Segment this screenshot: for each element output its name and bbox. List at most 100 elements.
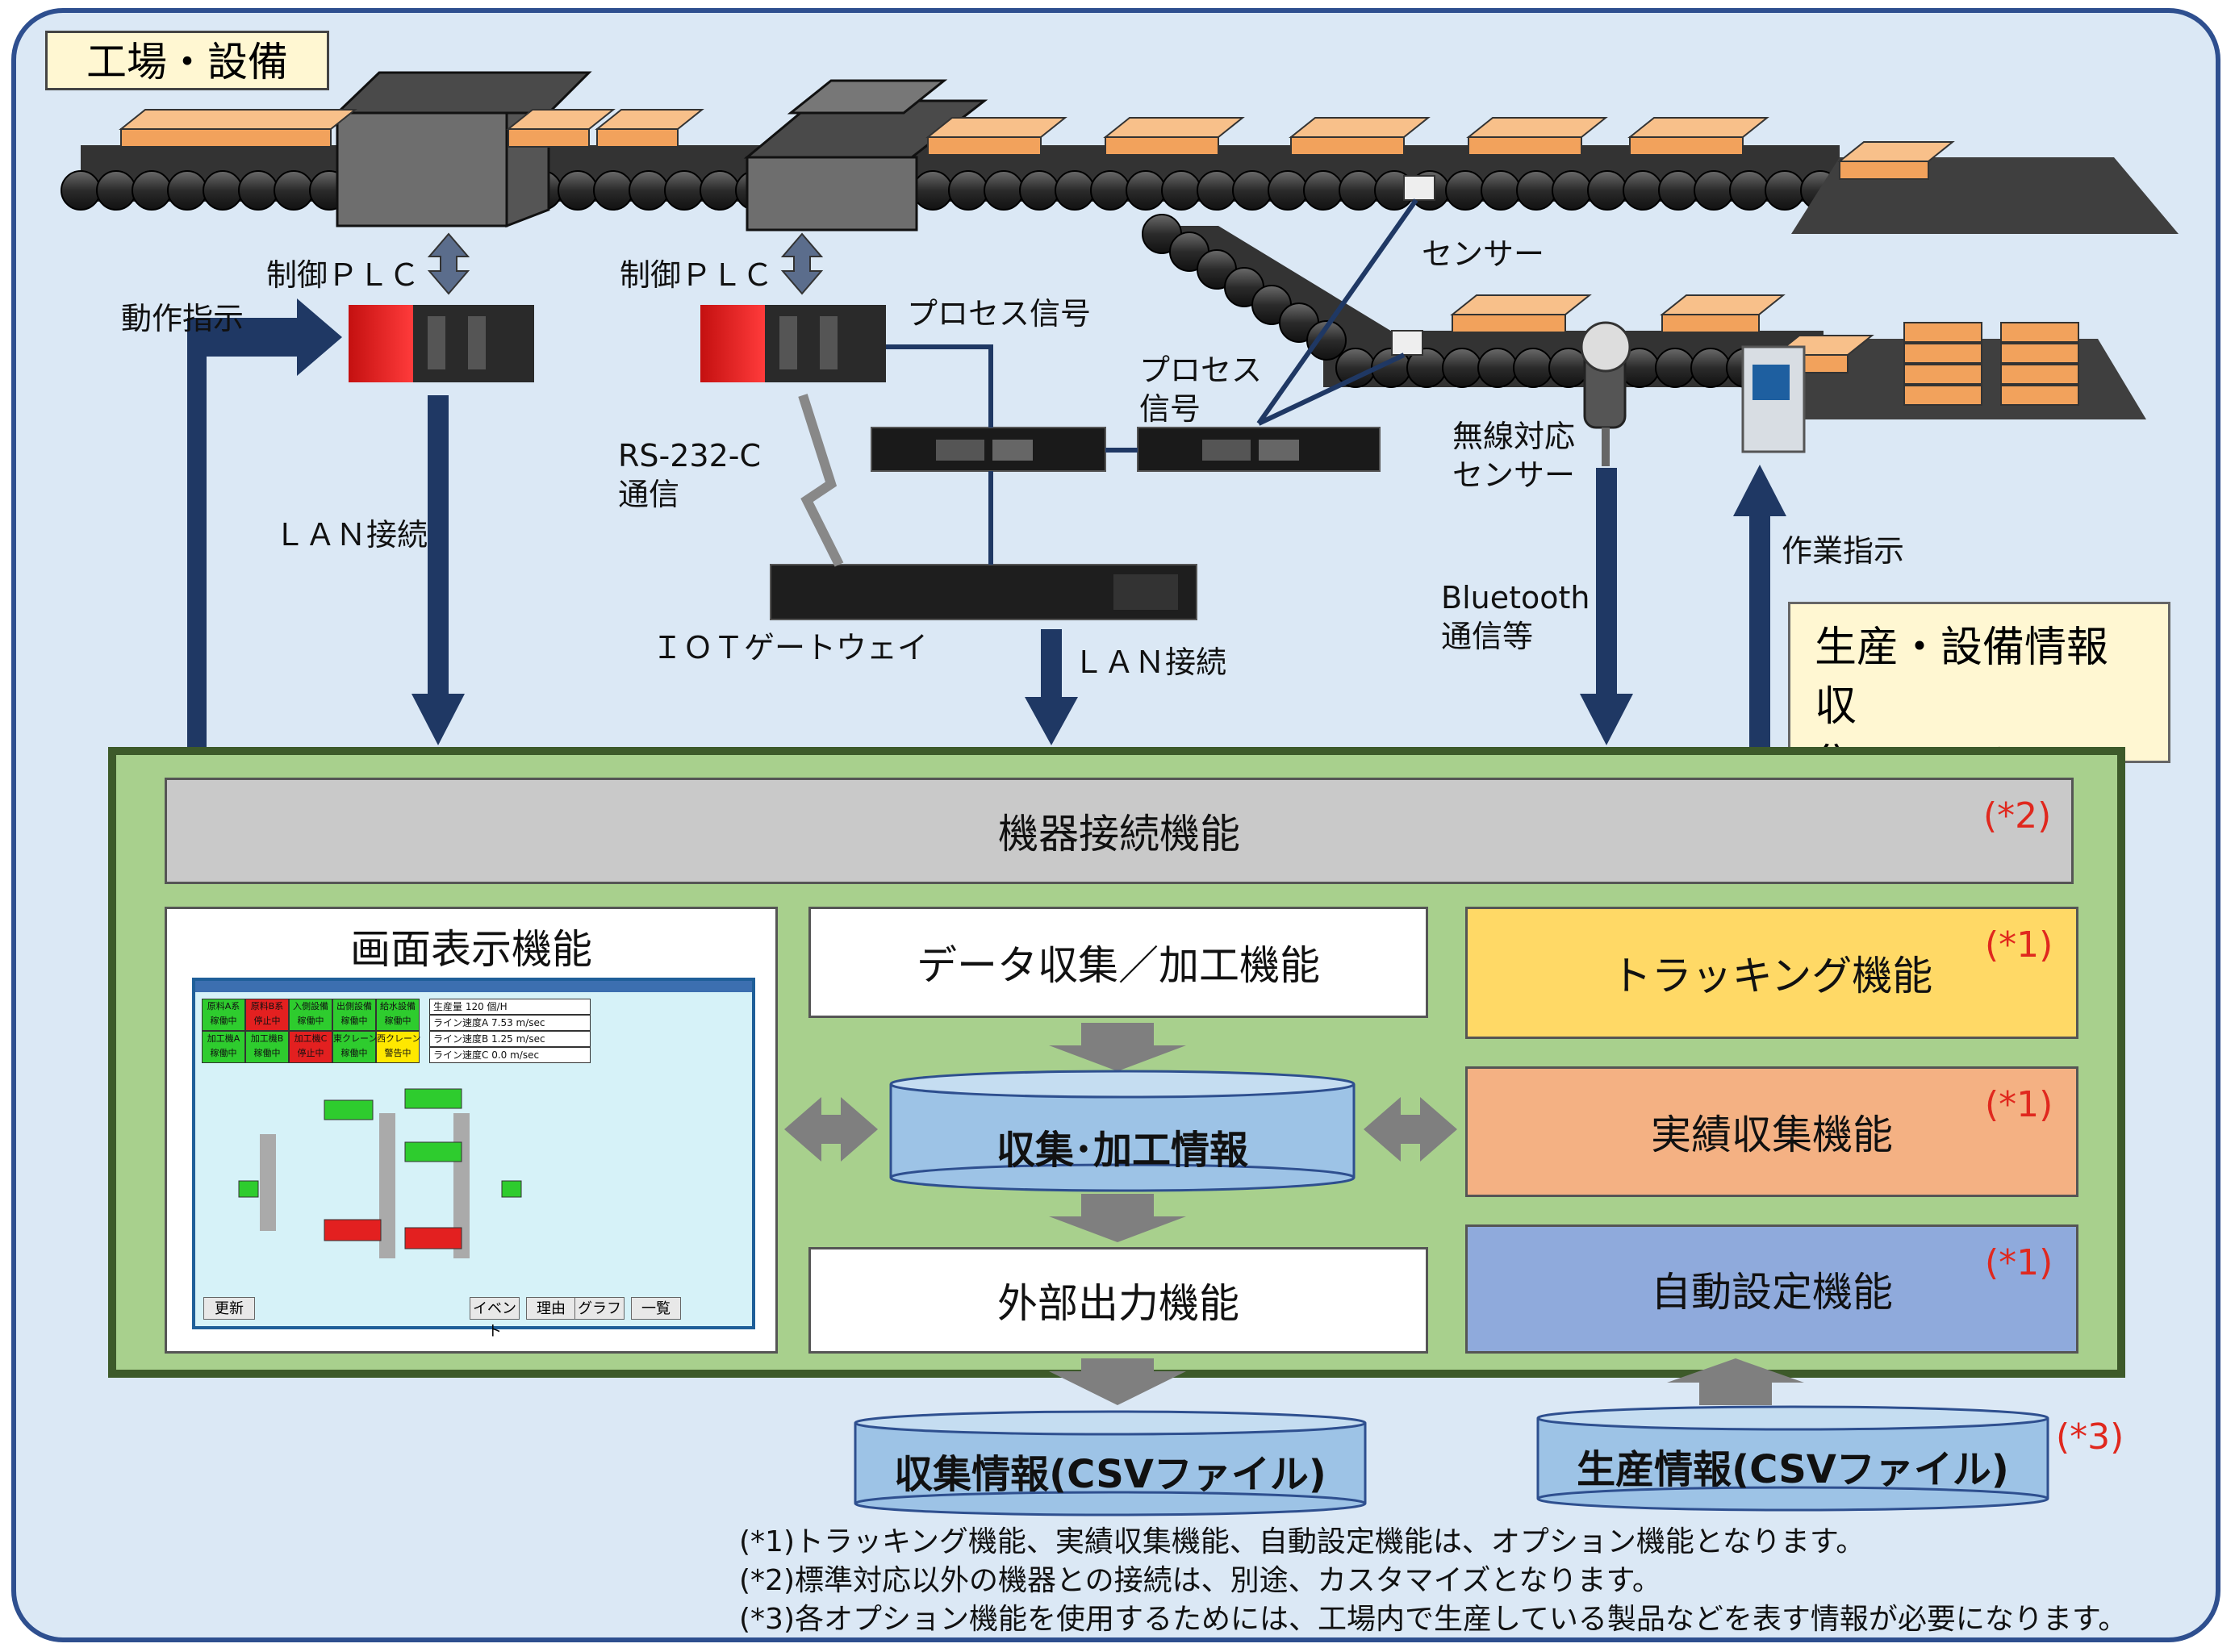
screen-mockup: 原料A系 稼働中原料B系 停止中入側設備 稼働中出側設備 稼働中給水設備 稼働中…: [192, 978, 755, 1340]
plc-1-label: 制御ＰＬＣ: [266, 257, 420, 293]
collected-csv-label: 収集情報(CSVファイル): [894, 1452, 1326, 1497]
product-box: [1452, 314, 1566, 333]
screen-titlebar: [195, 981, 752, 992]
product-stack: [2000, 385, 2079, 406]
status-cell: 原料B系 停止中: [245, 999, 289, 1031]
status-cell: 原料A系 稼働中: [202, 999, 245, 1031]
screen-button[interactable]: イベント: [470, 1297, 520, 1340]
status-cell: 加工機C 停止中: [289, 1031, 332, 1063]
wireless-sensor-label-line2: センサー: [1452, 457, 1576, 493]
auto-setting-option-mark: (*1): [1985, 1242, 2053, 1283]
work-terminal-device: [1741, 345, 1806, 453]
external-output-function: 外部出力機能: [808, 1247, 1428, 1354]
flow-arrows: [187, 298, 1786, 752]
process-signal-1-label: プロセス信号: [907, 296, 1092, 332]
product-box: [120, 128, 332, 148]
stat-row: ライン速度C 0.0 m/sec: [429, 1047, 591, 1063]
screen-display-title: 画面表示機能: [350, 926, 592, 973]
rs232-link: [798, 394, 844, 567]
work-command-label: 作業指示: [1782, 533, 1905, 569]
product-box: [1629, 136, 1744, 156]
product-stack: [1903, 322, 1982, 343]
lan-label-1: ＬＡＮ接続: [274, 517, 428, 553]
device-connect-function: 機器接続機能: [165, 778, 2074, 884]
status-cell: 給水設備 稼働中: [376, 999, 420, 1031]
status-cell: 入側設備 稼働中: [289, 999, 332, 1031]
stat-row: ライン速度B 1.25 m/sec: [429, 1031, 591, 1047]
data-collect-function: データ収集／加工機能: [808, 907, 1428, 1018]
plc-2-label: 制御ＰＬＣ: [620, 257, 774, 293]
motion-command-label: 動作指示: [121, 301, 244, 336]
screen-button[interactable]: グラフ: [574, 1297, 625, 1320]
status-cell: 加工機B 稼働中: [245, 1031, 289, 1063]
device-connect-option-mark: (*2): [1983, 795, 2052, 836]
product-stack: [2000, 322, 2079, 343]
auto-setting-function: 自動設定機能: [1465, 1224, 2078, 1354]
tracking-option-mark: (*1): [1985, 924, 2053, 966]
lan-label-2: ＬＡＮ接続: [1073, 645, 1227, 680]
results-option-mark: (*1): [1985, 1084, 2053, 1125]
status-cell: 加工機A 稼働中: [202, 1031, 245, 1063]
wireless-sensor-label-line1: 無線対応: [1452, 419, 1576, 454]
results-function: 実績収集機能: [1465, 1066, 2078, 1197]
note-3: (*3)各オプション機能を使用するためには、工場内で生産している製品などを表す情…: [739, 1603, 2128, 1636]
signal-lines: [886, 344, 1138, 565]
roller: [1306, 320, 1347, 361]
iot-gateway-device: [770, 564, 1197, 620]
edge-device-1: [871, 427, 1106, 472]
sensor-1: [1403, 175, 1435, 201]
screen-button[interactable]: 理由: [526, 1297, 576, 1320]
note-1: (*1)トラッキング機能、実績収集機能、自動設定機能は、オプション機能となります…: [739, 1525, 1865, 1558]
product-stack: [1903, 385, 1982, 406]
bluetooth-label-line2: 通信等: [1441, 619, 1534, 654]
plc-link-arrows: [427, 232, 824, 295]
stat-row: 生産量 120 個/H: [429, 999, 591, 1015]
machine-2: [743, 79, 988, 232]
status-cell: 東クレーン 稼働中: [332, 1031, 377, 1063]
sensor-label: センサー: [1422, 236, 1545, 272]
product-box: [927, 136, 1042, 156]
bluetooth-label-line1: Bluetooth: [1441, 580, 1590, 615]
iot-gateway-label: ＩＯＴゲートウェイ: [652, 630, 929, 665]
production-csv-label: 生産情報(CSVファイル): [1577, 1447, 2009, 1492]
process-signal-2-label-line2: 信号: [1139, 391, 1201, 427]
factory-label: 工場・設備: [45, 31, 329, 90]
screen-button[interactable]: 更新: [203, 1297, 255, 1320]
product-box: [596, 128, 679, 148]
product-box: [1661, 314, 1760, 333]
plc-unit-2: [700, 305, 886, 382]
product-box: [1290, 136, 1405, 156]
collected-info-cylinder: [889, 1070, 1356, 1192]
product-box: [1468, 136, 1582, 156]
collected-info-label: 収集･加工情報: [996, 1128, 1248, 1173]
system-label-line1: 生産・設備情報収: [1815, 624, 2109, 731]
sensor-2: [1391, 330, 1423, 356]
status-cell: 西クレーン 警告中: [376, 1031, 420, 1063]
process-signal-2-label-line1: プロセス: [1139, 353, 1263, 388]
product-stack: [1903, 343, 1982, 364]
wireless-sensor-device: [1580, 321, 1631, 466]
edge-device-2: [1137, 427, 1381, 472]
product-box: [508, 128, 590, 148]
screen-flow-diagram: [238, 1088, 522, 1258]
collected-csv-cylinder: [854, 1410, 1367, 1516]
products: [119, 109, 2079, 406]
stat-row: ライン速度A 7.53 m/sec: [429, 1015, 591, 1031]
internal-flow-arrows: [784, 1023, 1804, 1405]
product-box: [1105, 136, 1219, 156]
rs232-label-line2: 通信: [618, 477, 680, 512]
note-2: (*2)標準対応以外の機器との接続は、別途、カスタマイズとなります。: [739, 1564, 1661, 1597]
production-csv-option-mark: (*3): [2056, 1416, 2124, 1458]
product-stack: [1903, 364, 1982, 385]
status-cell: 出側設備 稼働中: [332, 999, 376, 1031]
production-csv-cylinder: [1536, 1405, 2049, 1512]
product-box: [1839, 161, 1929, 180]
plc-unit-1: [349, 305, 534, 382]
tracking-function: トラッキング機能: [1465, 907, 2078, 1039]
product-stack: [2000, 343, 2079, 364]
screen-button[interactable]: 一覧: [631, 1297, 681, 1320]
product-stack: [2000, 364, 2079, 385]
rs232-label-line1: RS-232-C: [618, 438, 762, 473]
